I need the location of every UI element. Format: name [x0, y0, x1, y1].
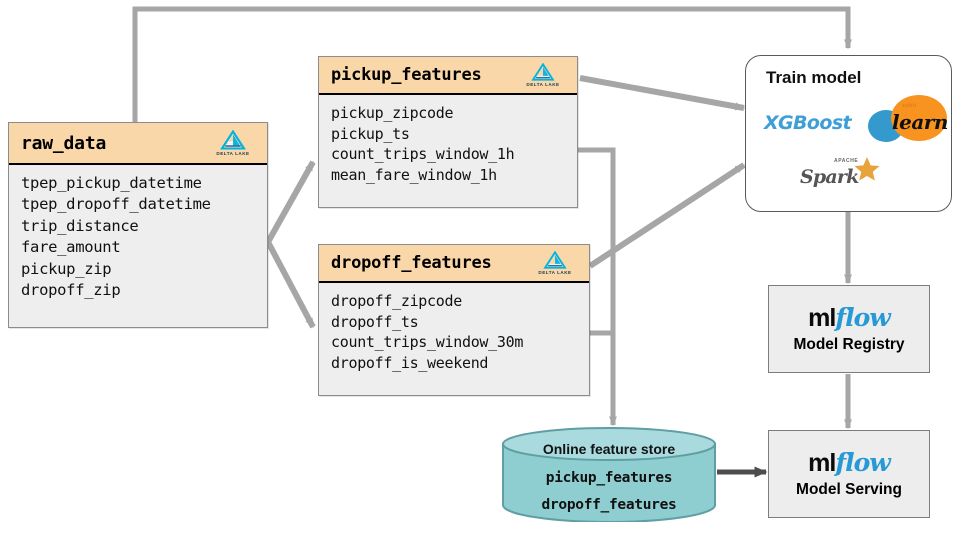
model-registry-node[interactable]: mlflow Model Registry	[768, 285, 930, 373]
train-model-node[interactable]: Train model XGBoost scikit learn APACHE …	[745, 55, 952, 212]
delta-lake-label: DELTA LAKE	[216, 151, 250, 156]
table-title-pickup-features: pickup_features	[331, 65, 482, 85]
train-model-label: Train model	[766, 68, 862, 87]
scikit-learn-subtext: scikit	[902, 103, 917, 109]
model-registry-label: Model Registry	[793, 335, 905, 353]
apache-spark-wordmark: Spark	[800, 166, 859, 188]
table-node-dropoff-features[interactable]: dropoff_features DELTA LAKE dropoff_zipc…	[318, 244, 590, 396]
table-cell: dropoff_zip	[21, 280, 121, 299]
xgboost-icon: XGBoost	[764, 112, 852, 134]
mlflow-icon: mlflow	[808, 447, 891, 477]
table-cell: dropoff_is_weekend	[331, 354, 489, 373]
table-cell: dropoff_ts	[331, 312, 419, 331]
table-cell: count_trips_window_1h	[331, 145, 515, 164]
mlflow-flow-text: flow	[835, 302, 890, 332]
mlflow-icon: mlflow	[808, 302, 891, 332]
table-header-pickup-features: pickup_features DELTA LAKE	[319, 57, 577, 95]
table-cell: pickup_ts	[331, 124, 410, 143]
scikit-learn-icon: scikit learn	[858, 94, 950, 148]
table-columns-dropoff-features: dropoff_zipcode dropoff_ts count_trips_w…	[319, 283, 589, 380]
table-cell: fare_amount	[21, 238, 121, 257]
table-cell: count_trips_window_30m	[331, 333, 524, 352]
table-cell: pickup_zip	[21, 259, 112, 278]
list-item: pickup_features	[545, 470, 673, 486]
edge-raw-data-to-dropoff-features	[265, 240, 316, 329]
table-cell: trip_distance	[21, 216, 139, 235]
model-serving-label: Model Serving	[796, 480, 902, 498]
table-node-raw-data[interactable]: raw_data DELTA LAKE tpep_pickup_datetime…	[8, 122, 268, 328]
online-feature-store-title: Online feature store	[542, 441, 676, 457]
delta-lake-label: DELTA LAKE	[538, 270, 572, 275]
delta-lake-icon: DELTA LAKE	[531, 251, 579, 275]
mlflow-flow-text: flow	[835, 447, 890, 477]
delta-lake-icon: DELTA LAKE	[519, 63, 567, 87]
edge-dropoff-features-to-train-model	[588, 162, 746, 269]
cylinder-shape	[502, 427, 716, 523]
table-title-dropoff-features: dropoff_features	[331, 253, 492, 273]
mlflow-ml-text: ml	[808, 303, 836, 332]
apache-spark-icon: APACHE Spark	[796, 156, 892, 192]
table-cell: mean_fare_window_1h	[331, 166, 497, 185]
table-node-pickup-features[interactable]: pickup_features DELTA LAKE pickup_zipcod…	[318, 56, 578, 208]
edge-pickup-features-to-train-model	[579, 75, 746, 111]
delta-lake-label: DELTA LAKE	[526, 82, 560, 87]
online-feature-store-node[interactable]: Online feature store pickup_features dro…	[500, 427, 718, 523]
list-item: dropoff_features	[541, 496, 677, 513]
model-serving-node[interactable]: mlflow Model Serving	[768, 430, 930, 518]
online-feature-store-rows: pickup_features dropoff_features	[500, 465, 718, 519]
table-columns-raw-data: tpep_pickup_datetime tpep_dropoff_dateti…	[9, 165, 267, 307]
scikit-learn-wordmark: learn	[892, 110, 948, 134]
delta-lake-icon: DELTA LAKE	[209, 130, 257, 156]
table-header-dropoff-features: dropoff_features DELTA LAKE	[319, 245, 589, 283]
table-header-raw-data: raw_data DELTA LAKE	[9, 123, 267, 165]
edge-raw-data-to-pickup-features	[265, 160, 316, 244]
table-cell: tpep_pickup_datetime	[21, 174, 202, 192]
table-title-raw-data: raw_data	[21, 132, 107, 154]
table-cell: pickup_zipcode	[331, 104, 454, 122]
table-cell: tpep_dropoff_datetime	[21, 195, 211, 214]
mlflow-ml-text: ml	[808, 448, 836, 477]
table-columns-pickup-features: pickup_zipcode pickup_ts count_trips_win…	[319, 95, 577, 192]
table-cell: dropoff_zipcode	[331, 292, 462, 310]
apache-spark-subtext: APACHE	[834, 158, 859, 164]
